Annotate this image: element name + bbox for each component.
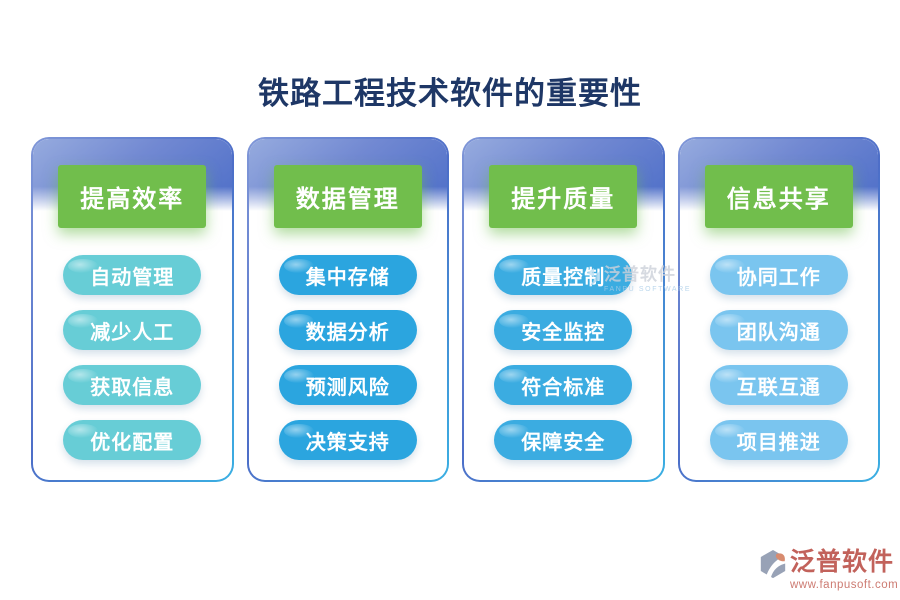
card-efficiency: 提高效率 自动管理 减少人工 获取信息 优化配置 [31,137,234,482]
card-info-sharing: 信息共享 协同工作 团队沟通 互联互通 项目推进 [678,137,881,482]
pill-item: 安全监控 [494,310,633,350]
pill-item: 减少人工 [63,310,202,350]
header-button-quality: 提升质量 [489,165,638,228]
footer-url-text: www.fanpusoft.com [790,578,899,591]
pill-item: 获取信息 [63,365,202,405]
pill-item: 质量控制 [494,255,633,295]
pill-item: 保障安全 [494,420,633,460]
pill-item: 数据分析 [278,310,417,350]
card-quality: 提升质量 质量控制 安全监控 符合标准 保障安全 [462,137,665,482]
pill-item: 符合标准 [494,365,633,405]
pill-item: 项目推进 [709,420,848,460]
watermark-brand-text: 泛普软件 [604,265,676,284]
pill-list: 自动管理 减少人工 获取信息 优化配置 [33,255,232,460]
pill-item: 优化配置 [63,420,202,460]
watermark-logo-icon [586,266,601,293]
fanpu-logo-icon [758,549,788,584]
header-button-info-sharing: 信息共享 [704,165,853,228]
pill-list: 质量控制 安全监控 符合标准 保障安全 [464,255,663,460]
watermark-subtext: FANPU SOFTWARE [604,285,692,293]
header-button-efficiency: 提高效率 [58,165,207,228]
pill-list: 协同工作 团队沟通 互联互通 项目推进 [680,255,879,460]
pill-item: 互联互通 [709,365,848,405]
pill-item: 自动管理 [63,255,202,295]
pill-item: 协同工作 [709,255,848,295]
page-title: 铁路工程技术软件的重要性 [258,76,642,111]
pill-item: 决策支持 [278,420,417,460]
footer-brand-text: 泛普软件 [790,548,895,576]
center-watermark: 泛普软件 FANPU SOFTWARE [586,265,692,293]
card-data-management: 数据管理 集中存储 数据分析 预测风险 决策支持 [247,137,450,482]
cards-row: 提高效率 自动管理 减少人工 获取信息 优化配置 数据管理 集中存储 数据分析 … [31,137,880,482]
pill-list: 集中存储 数据分析 预测风险 决策支持 [249,255,448,460]
header-button-data-management: 数据管理 [273,165,422,228]
brand-footer: 泛普软件 www.fanpusoft.com [758,548,899,591]
pill-item: 预测风险 [278,365,417,405]
pill-item: 集中存储 [278,255,417,295]
pill-item: 团队沟通 [709,310,848,350]
